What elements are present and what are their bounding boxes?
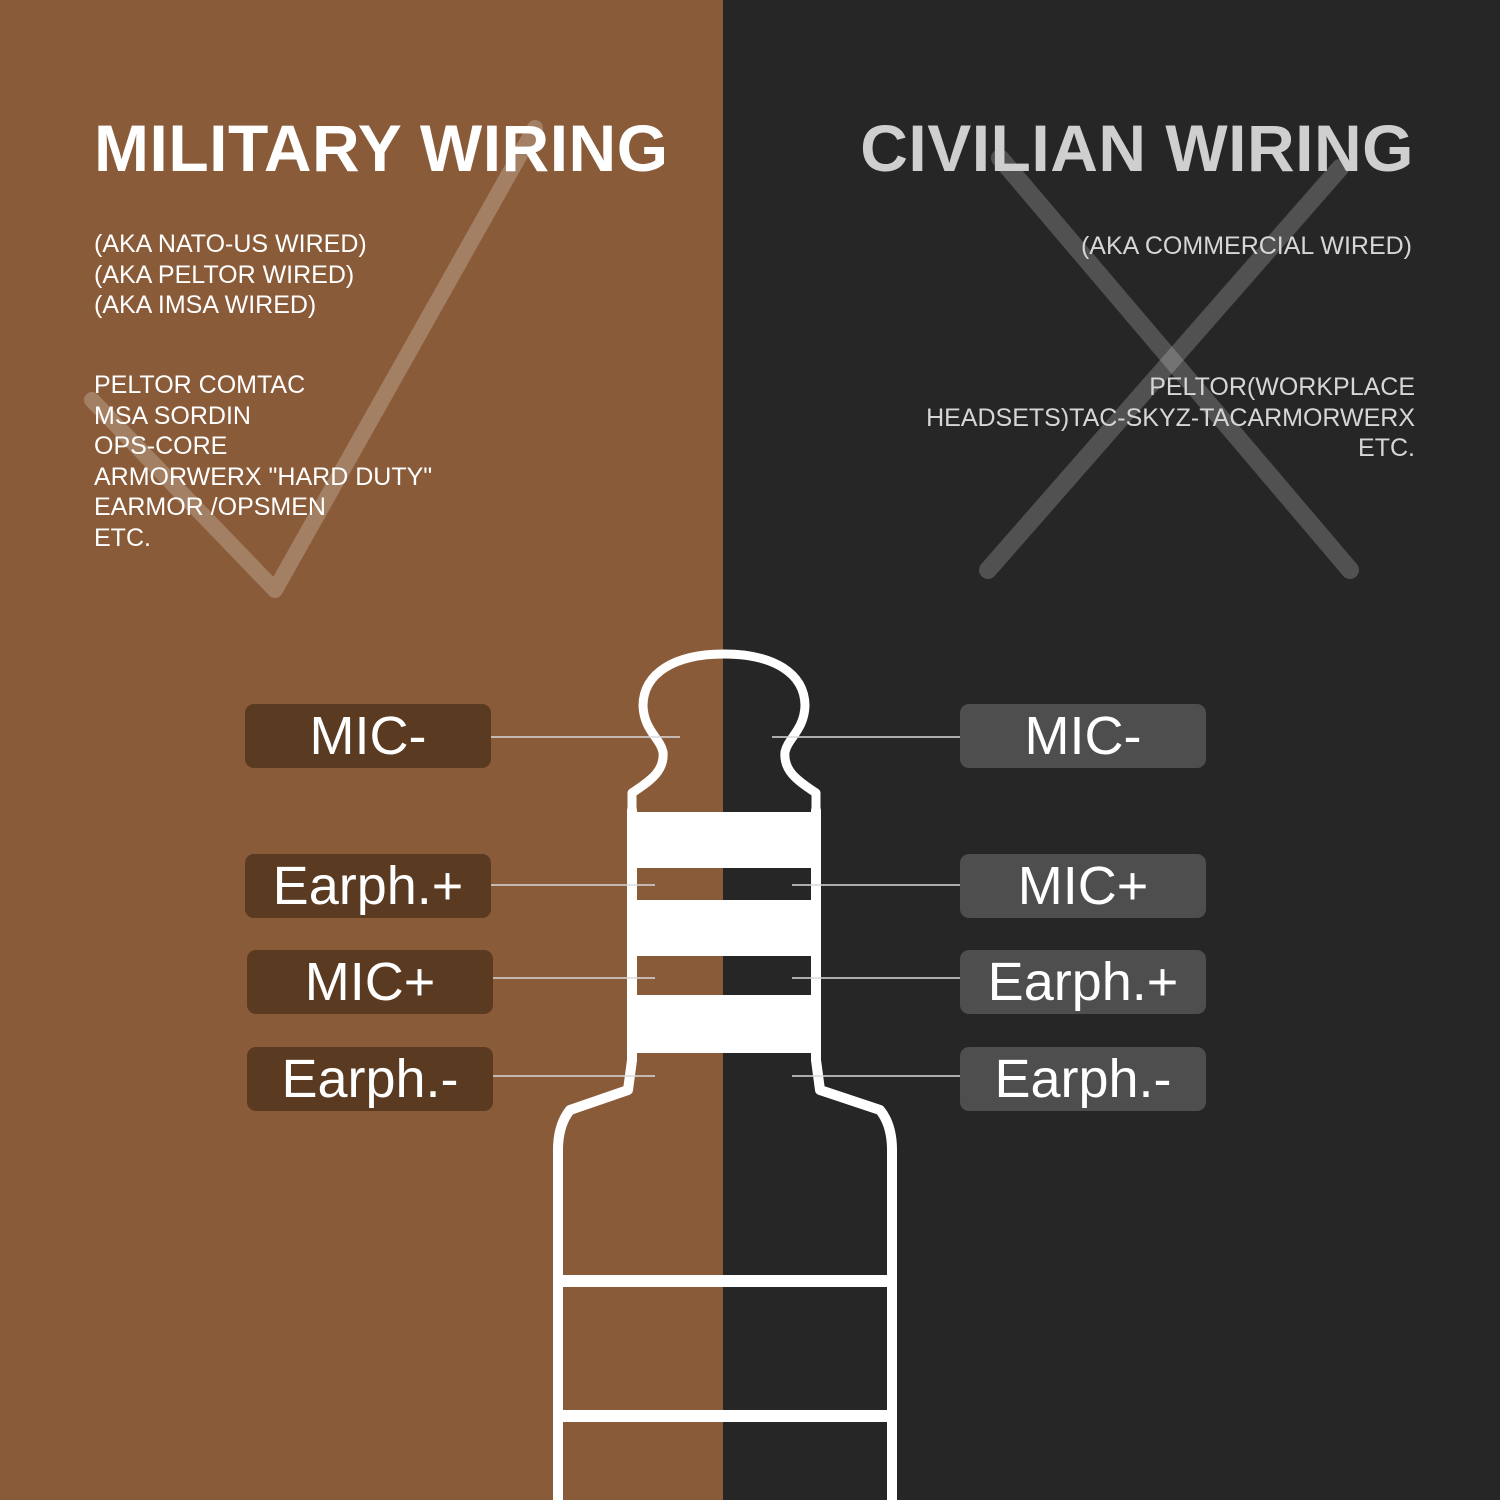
plug-sleeve-band — [563, 1410, 888, 1422]
military-aka-item: (AKA IMSA WIRED) — [94, 291, 317, 319]
military-pin-ring1: Earph.+ — [245, 854, 491, 918]
military-brand-item: PELTOR COMTAC — [94, 371, 306, 399]
military-pin-ring2: MIC+ — [247, 950, 493, 1014]
civilian-brand-item: ETC. — [1358, 434, 1415, 462]
military-title: MILITARY WIRING — [94, 111, 669, 185]
military-brand-item: ARMORWERX "HARD DUTY" — [94, 462, 433, 491]
plug-insulator-band — [632, 900, 816, 956]
civilian-brand-item: PELTOR(WORKPLACE — [1149, 373, 1415, 401]
civilian-pin-ring2: Earph.+ — [960, 950, 1206, 1014]
plug-tip-outline — [627, 649, 821, 815]
military-pin-sleeve: Earph.- — [247, 1047, 493, 1111]
military-brand-item: EARMOR /OPSMEN — [94, 493, 326, 521]
plug-sleeve-band — [563, 1275, 888, 1287]
military-brand-item: OPS-CORE — [94, 432, 228, 460]
civilian-pin-ring1: MIC+ — [960, 854, 1206, 918]
civilian-pin-sleeve: Earph.- — [960, 1047, 1206, 1111]
civilian-pin-tip: MIC- — [960, 704, 1206, 768]
plug-sleeve-outline — [553, 1055, 897, 1500]
civilian-brand-list: PELTOR(WORKPLACE HEADSETS)TAC-SKYZ-TACAR… — [926, 372, 1415, 464]
civilian-aka-item: (AKA COMMERCIAL WIRED) — [1080, 232, 1412, 260]
civilian-title: CIVILIAN WIRING — [860, 111, 1414, 185]
plug-insulator-band — [632, 812, 816, 868]
military-aka-item: (AKA NATO-US WIRED) — [94, 230, 367, 258]
military-pin-tip: MIC- — [245, 704, 491, 768]
plug-insulator-band — [632, 995, 816, 1053]
military-brand-item: MSA SORDIN — [94, 401, 251, 430]
military-aka-item: (AKA PELTOR WIRED) — [94, 260, 355, 289]
military-brand-item: ETC. — [94, 523, 151, 552]
civilian-aka-list: (AKA COMMERCIAL WIRED) — [1081, 231, 1412, 262]
civilian-brand-item: HEADSETS)TAC-SKYZ-TACARMORWERX — [926, 403, 1415, 432]
military-brand-list: PELTOR COMTAC MSA SORDIN OPS-CORE ARMORW… — [94, 370, 432, 553]
military-aka-list: (AKA NATO-US WIRED) (AKA PELTOR WIRED) (… — [94, 229, 367, 321]
